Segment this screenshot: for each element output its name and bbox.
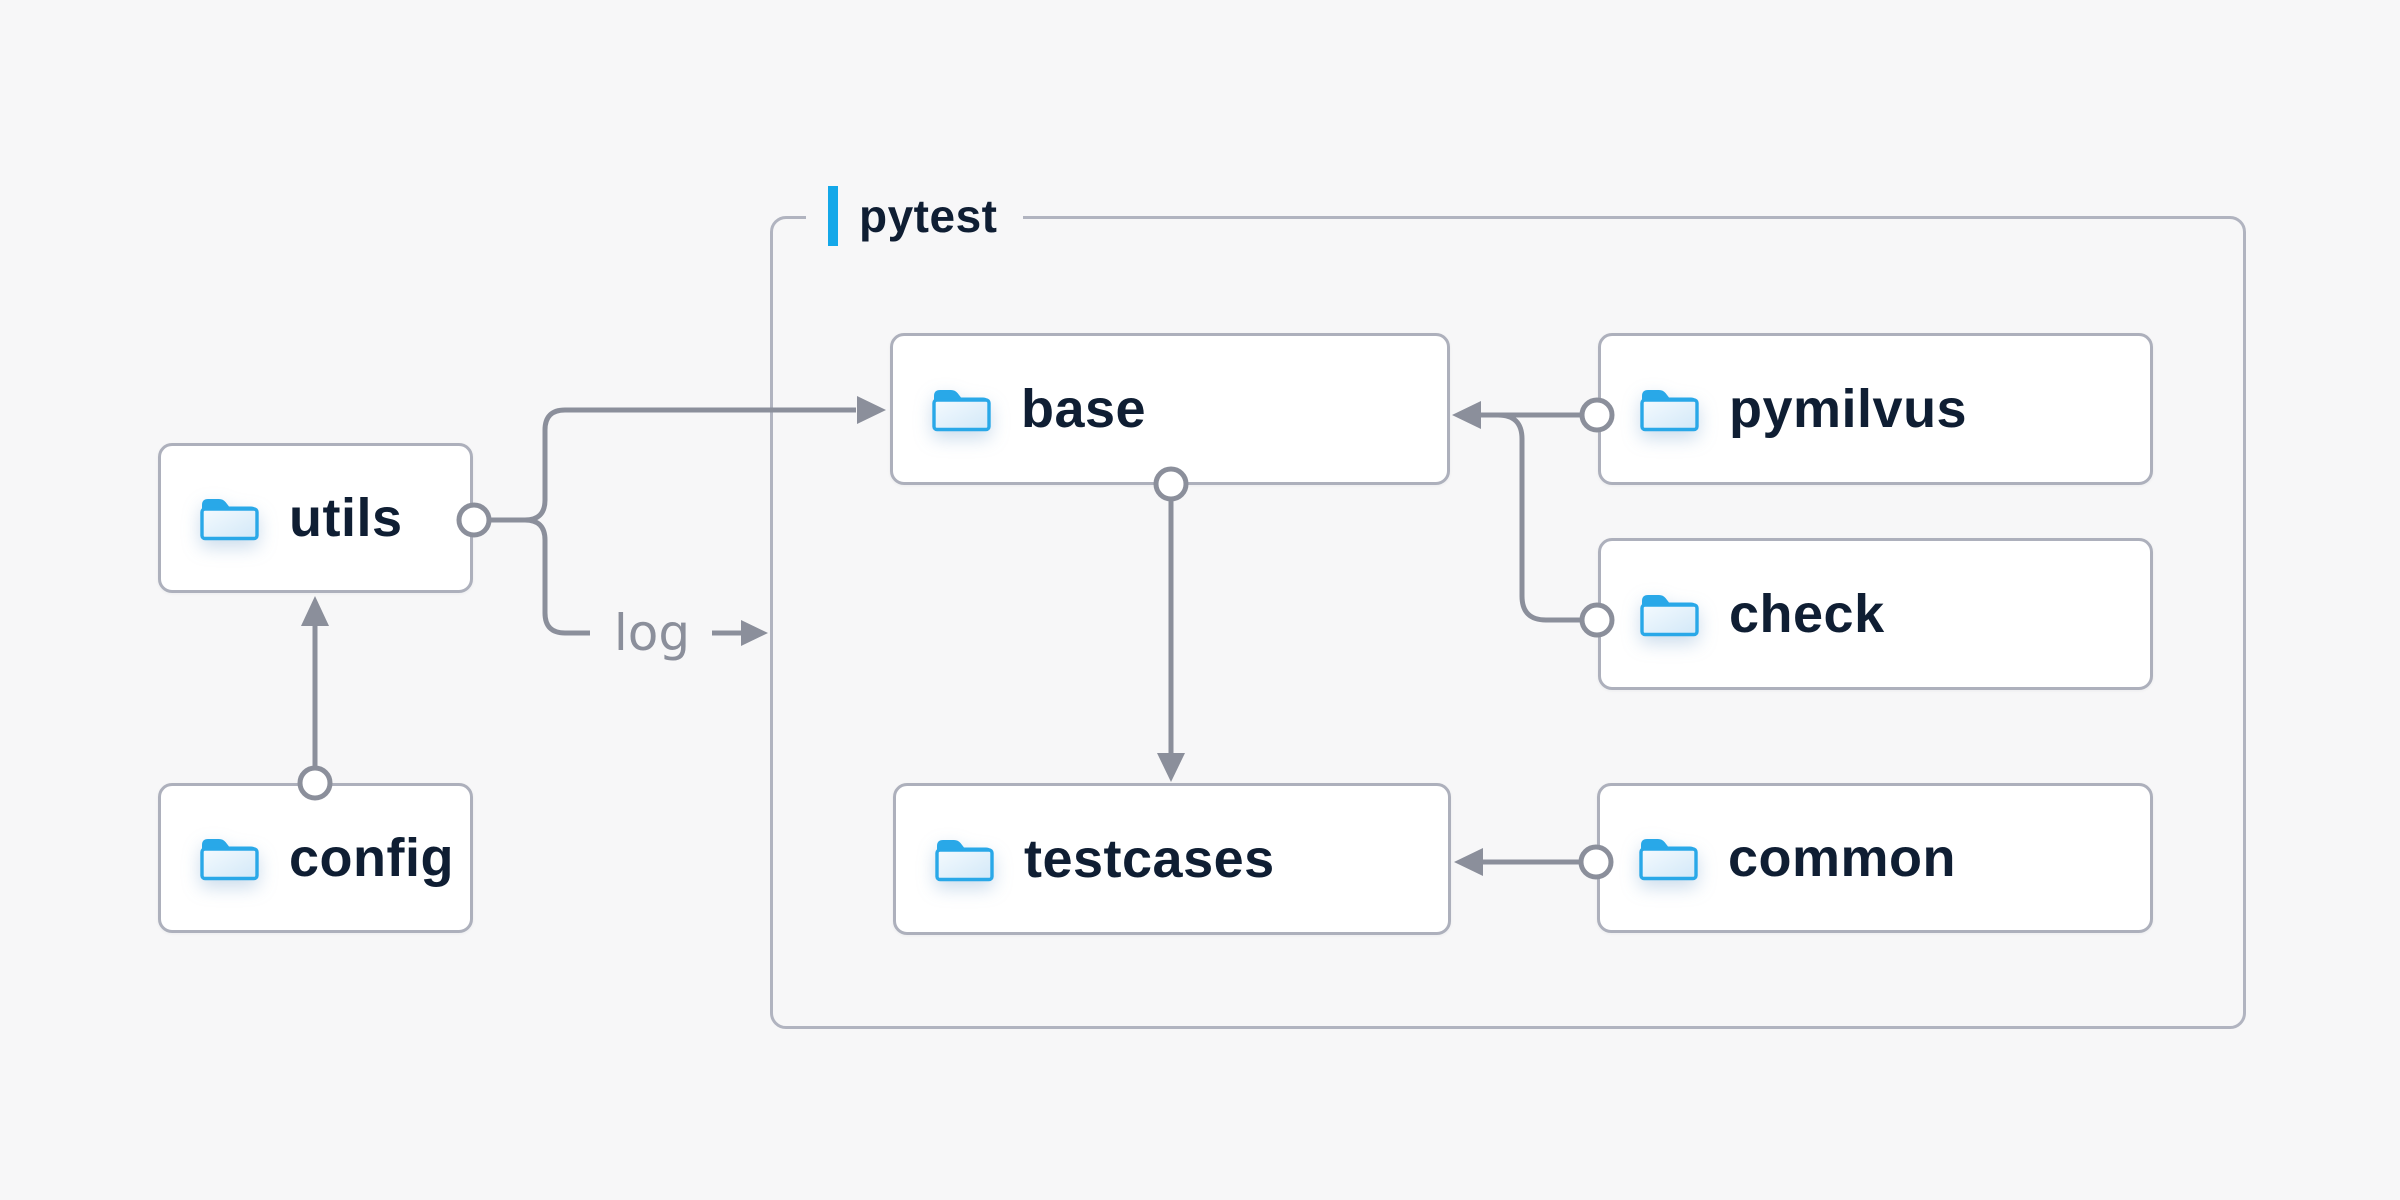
folder-icon bbox=[932, 833, 998, 885]
pytest-group-box bbox=[770, 216, 2246, 1029]
node-base: base bbox=[890, 333, 1450, 485]
accent-bar bbox=[828, 186, 838, 246]
node-label: common bbox=[1728, 828, 1957, 888]
folder-icon bbox=[1636, 832, 1702, 884]
node-config: config bbox=[158, 783, 473, 933]
folder-icon bbox=[1637, 588, 1703, 640]
edge-config-utils bbox=[297, 596, 333, 801]
edge-label-log: log bbox=[613, 604, 691, 662]
folder-icon bbox=[197, 492, 263, 544]
folder-icon bbox=[1637, 383, 1703, 435]
folder-icon bbox=[197, 832, 263, 884]
node-label: config bbox=[289, 828, 454, 888]
node-label: utils bbox=[289, 488, 403, 548]
folder-icon bbox=[929, 383, 995, 435]
node-pymilvus: pymilvus bbox=[1598, 333, 2153, 485]
pytest-group-title: pytest bbox=[859, 190, 998, 242]
arrowhead-up bbox=[301, 596, 329, 626]
node-label: pymilvus bbox=[1729, 379, 1968, 439]
pytest-group-label: pytest bbox=[806, 185, 1024, 247]
node-common: common bbox=[1597, 783, 2153, 933]
arrowhead-right bbox=[741, 620, 768, 646]
node-testcases: testcases bbox=[893, 783, 1451, 935]
node-label: check bbox=[1729, 584, 1885, 644]
node-label: base bbox=[1021, 379, 1147, 439]
node-check: check bbox=[1598, 538, 2153, 690]
node-utils: utils bbox=[158, 443, 473, 593]
node-label: testcases bbox=[1024, 829, 1275, 889]
